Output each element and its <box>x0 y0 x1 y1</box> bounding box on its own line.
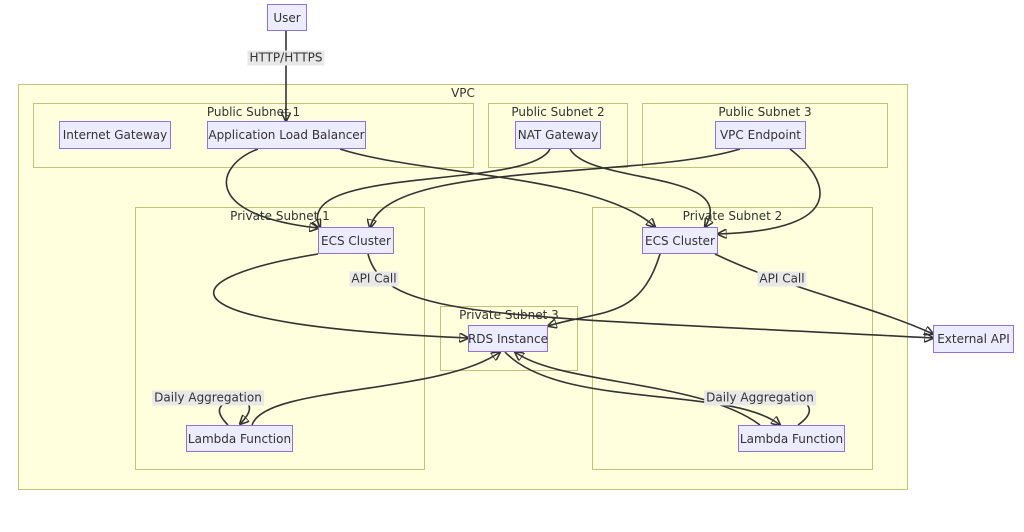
public-subnet-3-label: Public Subnet 3 <box>718 105 812 119</box>
user-node[interactable]: User <box>267 4 307 31</box>
vpc-endpoint-node[interactable]: VPC Endpoint <box>715 121 806 149</box>
public-subnet-2-label: Public Subnet 2 <box>511 105 605 119</box>
edge-label-api-call-1: API Call <box>349 271 399 287</box>
private-subnet-1-label: Private Subnet 1 <box>230 209 330 223</box>
edge-label-api-call-2: API Call <box>757 271 807 287</box>
ecs-cluster-1-node[interactable]: ECS Cluster <box>318 227 394 254</box>
external-api-node[interactable]: External API <box>933 325 1014 353</box>
application-load-balancer-node[interactable]: Application Load Balancer <box>207 121 366 149</box>
lambda-function-2-node[interactable]: Lambda Function <box>738 425 845 452</box>
edge-label-daily-aggregation-2: Daily Aggregation <box>704 390 816 406</box>
lambda-function-1-node[interactable]: Lambda Function <box>186 425 293 452</box>
vpc-label: VPC <box>451 86 475 100</box>
nat-gateway-node[interactable]: NAT Gateway <box>515 121 601 149</box>
internet-gateway-node[interactable]: Internet Gateway <box>59 121 171 149</box>
rds-instance-node[interactable]: RDS Instance <box>468 325 548 352</box>
edge-label-daily-aggregation-1: Daily Aggregation <box>152 390 264 406</box>
private-subnet-3-label: Private Subnet 3 <box>459 308 559 322</box>
ecs-cluster-2-node[interactable]: ECS Cluster <box>642 227 718 254</box>
edge-label-http: HTTP/HTTPS <box>247 50 325 66</box>
private-subnet-2-label: Private Subnet 2 <box>682 209 783 223</box>
public-subnet-1-label: Public Subnet 1 <box>206 105 301 119</box>
